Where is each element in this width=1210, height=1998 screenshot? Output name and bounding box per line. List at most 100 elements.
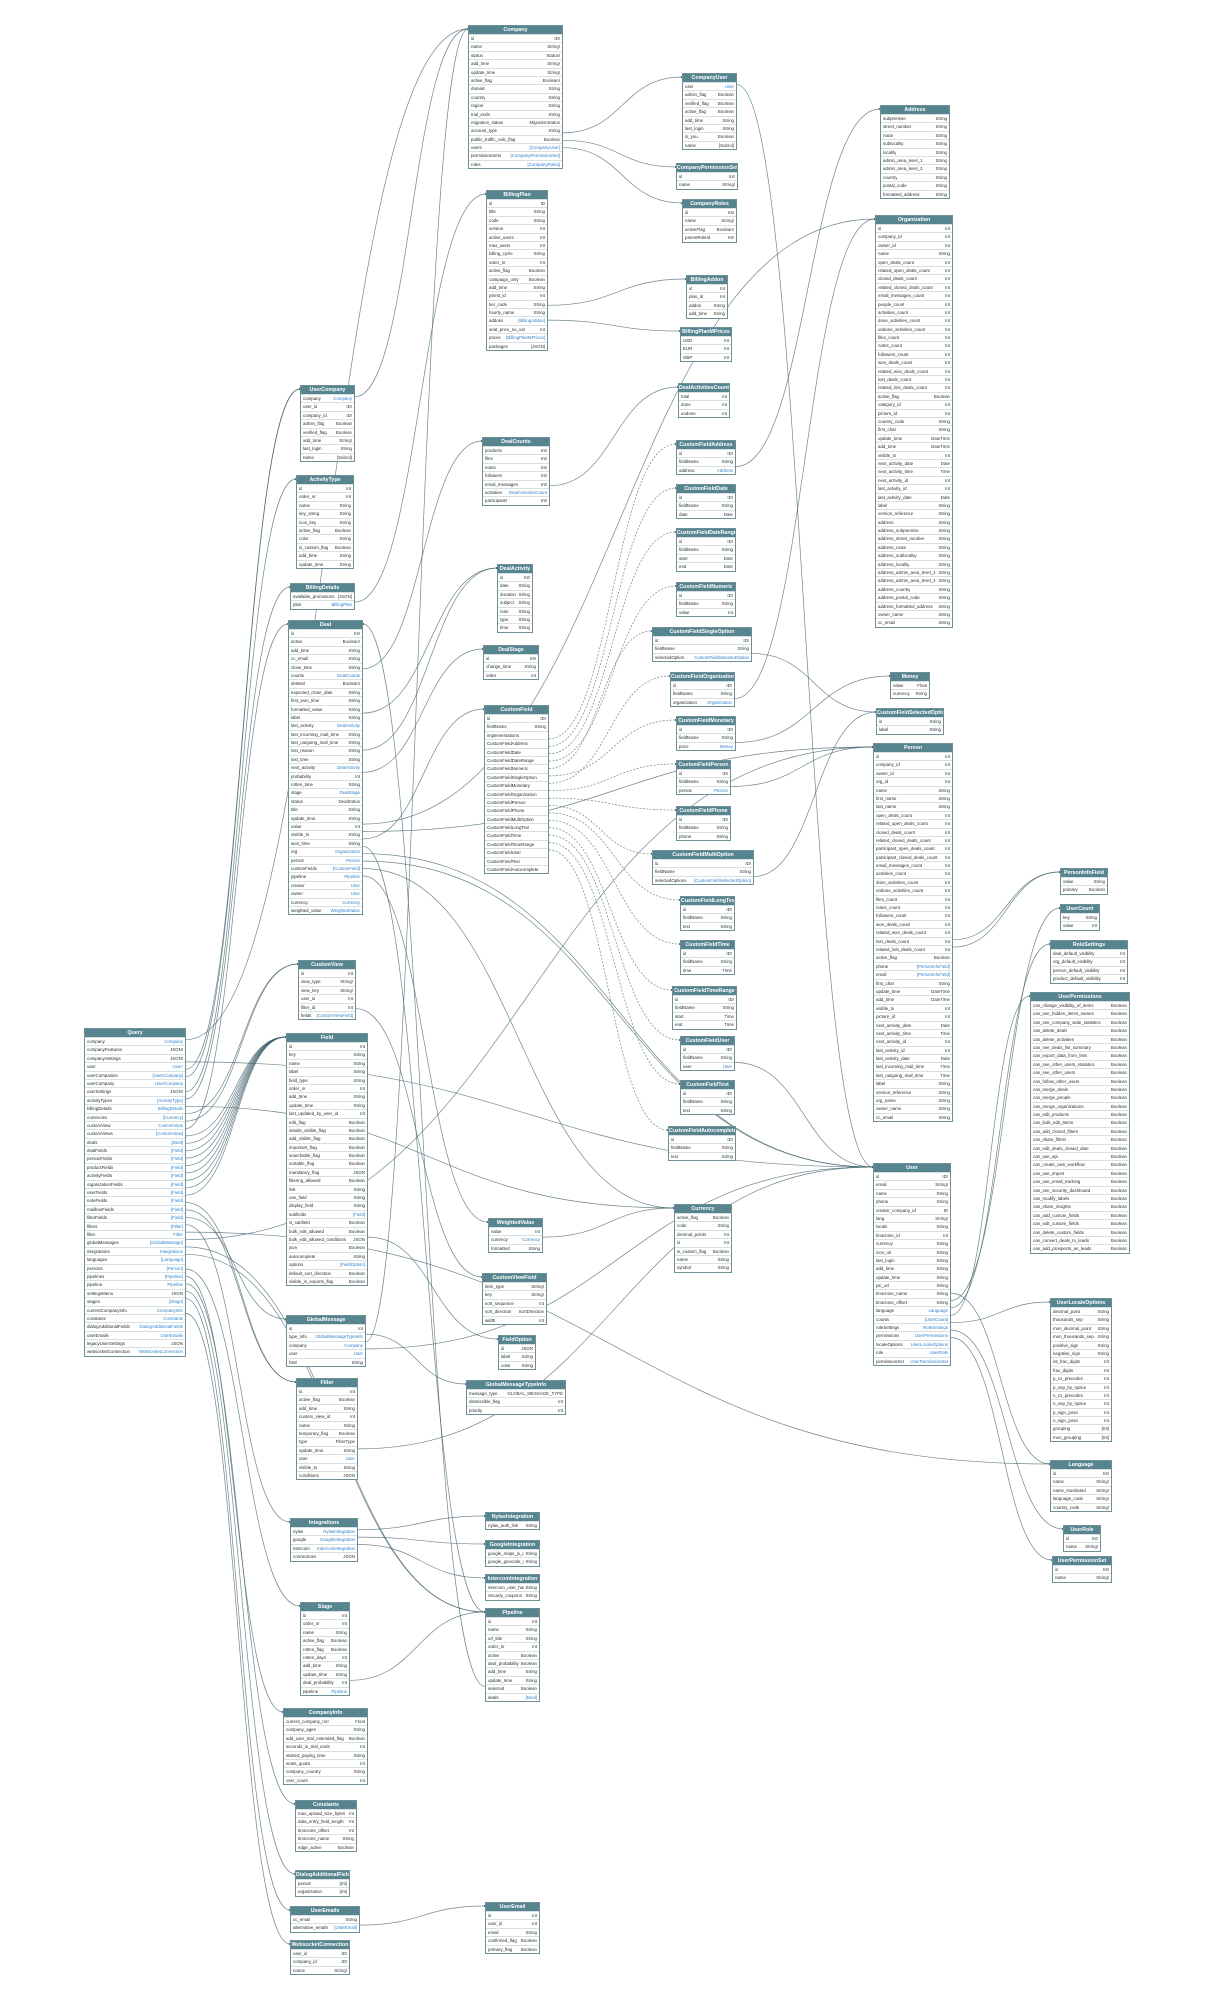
field-name: last_name <box>876 804 897 810</box>
field-type: Int <box>1120 976 1125 982</box>
field-name: lost_deals_count <box>878 377 911 383</box>
table-title: Address <box>881 106 949 114</box>
relationship-edge <box>185 1224 291 1523</box>
field-type: [CustomFieldSelectedOption] <box>693 877 751 883</box>
field-type: ID! <box>743 638 749 643</box>
relationship-edge <box>185 1036 287 1196</box>
field-type: JSON! <box>170 1047 183 1053</box>
field-name: user_count <box>286 1777 308 1783</box>
field-name: related_closed_deals_count <box>876 837 931 843</box>
field-name: fieldName <box>675 1005 695 1011</box>
field-type: SortDirection <box>518 1309 544 1315</box>
field-name: title <box>489 209 496 215</box>
field-type: Boolean <box>1110 1212 1127 1218</box>
field-name: add_time <box>291 647 310 653</box>
field-type: String <box>339 519 351 525</box>
field-name: org_default_visibility <box>1053 959 1093 965</box>
field-type: Int <box>348 1004 353 1010</box>
table-title: CustomFieldUser <box>681 1037 734 1045</box>
field-type: String <box>339 561 351 567</box>
field-name: name <box>303 1629 314 1635</box>
field-name: person <box>679 787 693 793</box>
field-type: DealCounts <box>337 672 360 678</box>
field-name: id <box>488 1913 492 1918</box>
relationship-edge <box>362 853 874 1168</box>
field-name: filterFields <box>87 1215 108 1221</box>
field-name: add_time <box>489 284 508 290</box>
table-row: CustomFieldTime <box>485 831 548 839</box>
field-type: JSON <box>171 1341 183 1347</box>
field-type: String <box>938 553 950 559</box>
field-type: Int <box>346 486 351 491</box>
field-name: update_time <box>299 1447 324 1453</box>
field-name: language <box>876 1308 895 1314</box>
relationship-edge <box>357 1166 874 1450</box>
field-name: admin_flag <box>303 421 325 427</box>
field-type: String <box>348 782 360 788</box>
field-name: fieldName <box>679 459 699 465</box>
field-name: id <box>679 539 683 544</box>
field-type: String <box>938 1089 950 1095</box>
relationship-edge <box>185 1036 287 1189</box>
field-type: String <box>720 1099 732 1105</box>
table-row: CustomFieldAutocomplete <box>485 865 548 873</box>
field-type: String <box>721 459 733 465</box>
field-type: NylasIntegration <box>323 1529 355 1534</box>
field-type: [Currency] <box>162 1114 183 1120</box>
field-name: type <box>299 1439 308 1445</box>
field-type: Int <box>349 1811 354 1816</box>
field-name: can_create_own_workflow <box>1033 1162 1085 1168</box>
field-type: Int <box>540 242 545 248</box>
field-name: add_time <box>303 1663 322 1669</box>
field-name: subfields <box>289 1211 307 1217</box>
field-name: item_type <box>485 1284 505 1289</box>
field-type: String <box>1093 879 1105 884</box>
field-name: id <box>679 771 683 776</box>
field-type: Int <box>722 410 727 416</box>
field-type: String! <box>1096 1496 1109 1502</box>
field-type: String <box>348 689 360 695</box>
field-type: Int <box>342 1621 347 1627</box>
field-name: USD <box>683 338 693 343</box>
field-type: ID! <box>942 1174 948 1179</box>
field-type: String <box>722 125 734 131</box>
field-type: Int <box>540 226 545 232</box>
field-name: personFields <box>87 1156 113 1162</box>
field-type: Int <box>945 1005 950 1011</box>
field-name: id <box>876 754 880 759</box>
field-name: id <box>487 716 491 721</box>
field-name: last_login <box>876 1257 895 1263</box>
field-name: name <box>1053 1479 1064 1485</box>
field-name: company <box>303 396 321 401</box>
field-type: String <box>353 1052 365 1058</box>
field-type: [GlobalMessage] <box>150 1240 183 1246</box>
